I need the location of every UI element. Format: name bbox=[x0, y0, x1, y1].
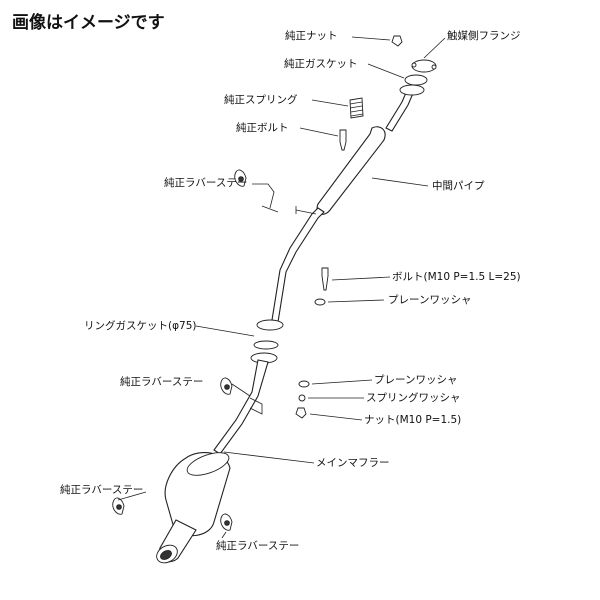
label-plain-washer-2: プレーンワッシャ bbox=[374, 374, 458, 386]
label-rubber-stay-2: 純正ラバーステー bbox=[120, 376, 204, 388]
label-bolt-m10: ボルト(M10 P=1.5 L=25) bbox=[392, 271, 521, 283]
label-rubber-stay-1: 純正ラバーステー bbox=[164, 177, 248, 189]
inlet-hanger-bracket bbox=[249, 397, 263, 415]
label-genuine-spring: 純正スプリング bbox=[224, 94, 298, 106]
label-catalyst-flange: 触媒側フランジ bbox=[447, 30, 521, 42]
muffler-end-cap bbox=[186, 452, 230, 476]
ring-gasket-shape bbox=[253, 340, 279, 350]
mid-pipe-resonator bbox=[316, 126, 386, 215]
mid-hanger-pin bbox=[295, 206, 317, 215]
catalyst-flange-hole-b bbox=[431, 64, 437, 70]
label-rubber-stay-3: 純正ラバーステー bbox=[60, 484, 144, 496]
label-nut-m10: ナット(M10 P=1.5) bbox=[364, 414, 462, 426]
label-rubber-stay-4: 純正ラバーステー bbox=[216, 540, 300, 552]
label-genuine-bolt: 純正ボルト bbox=[236, 122, 289, 134]
rubber-stay-shape-2 bbox=[220, 377, 233, 395]
label-genuine-gasket: 純正ガスケット bbox=[284, 58, 358, 70]
catalyst-flange-hole-a bbox=[411, 62, 417, 68]
rubber-stay-shape-1 bbox=[234, 169, 247, 187]
label-plain-washer-1: プレーンワッシャ bbox=[388, 294, 472, 306]
nut-m10-shape bbox=[295, 407, 307, 419]
tailpipe-opening bbox=[160, 550, 172, 560]
mid-pipe-lower bbox=[271, 207, 325, 323]
label-genuine-nut: 純正ナット bbox=[285, 30, 338, 42]
rubber-stay-shape-4 bbox=[220, 513, 233, 531]
plain-washer-shape-2 bbox=[298, 380, 310, 388]
spring-washer-shape bbox=[298, 394, 306, 402]
label-mid-pipe: 中間パイプ bbox=[432, 180, 485, 192]
label-ring-gasket: リングガスケット(φ75) bbox=[84, 320, 197, 332]
genuine-gasket-shape bbox=[404, 74, 428, 86]
mid-pipe-flange bbox=[256, 319, 284, 331]
front-pipe-flange bbox=[399, 84, 425, 96]
genuine-nut-shape bbox=[391, 35, 403, 47]
label-spring-washer: スプリングワッシャ bbox=[366, 392, 461, 404]
label-main-muffler: メインマフラー bbox=[316, 457, 390, 469]
muffler-inlet-pipe bbox=[213, 359, 269, 455]
bolt-m10-shape bbox=[321, 267, 329, 291]
leader-lines bbox=[117, 36, 446, 539]
image-notice-heading: 画像はイメージです bbox=[12, 13, 165, 33]
genuine-spring-shape bbox=[349, 97, 364, 119]
genuine-bolt-shape bbox=[339, 129, 347, 151]
plain-washer-shape-1 bbox=[314, 298, 326, 306]
rubber-stay-shape-3 bbox=[112, 497, 125, 515]
